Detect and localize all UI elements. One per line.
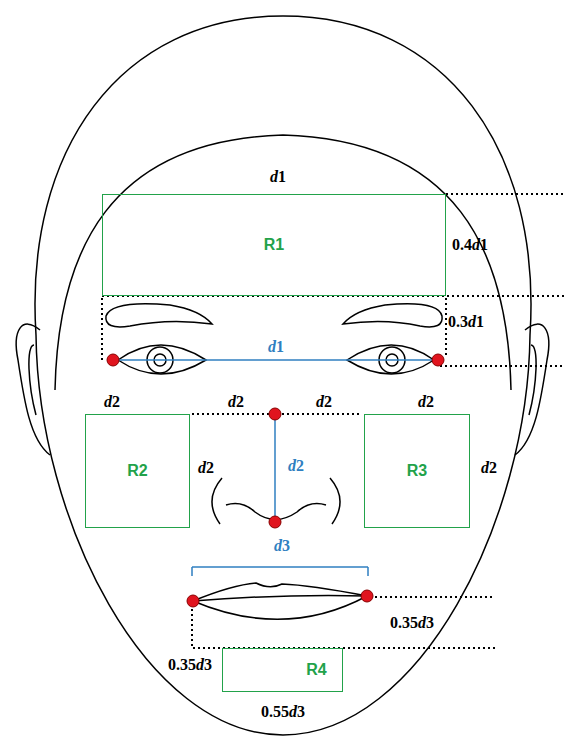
region-box: R2 [85, 414, 190, 528]
dimension-label: d2 [316, 394, 332, 410]
left-ear-inner [29, 345, 36, 415]
landmark-dot [107, 354, 119, 366]
region-box: R3 [364, 414, 470, 528]
guide-line [370, 596, 495, 598]
lip-line [193, 596, 367, 601]
left-ear [16, 324, 50, 455]
guide-line [101, 298, 103, 360]
guide-line [192, 604, 495, 648]
measure-label: d1 [266, 339, 286, 355]
region-label: R4 [306, 661, 326, 679]
measure-line [192, 566, 368, 568]
dimension-label: 0.35d3 [390, 615, 434, 631]
dimension-label: 0.3d1 [448, 314, 484, 330]
region-box: R1 [102, 194, 446, 296]
right-ear-inner [529, 345, 536, 415]
region-label: R1 [264, 236, 284, 254]
guide-line [446, 193, 565, 195]
landmark-dot [361, 590, 373, 602]
nose-right [330, 478, 340, 524]
dimension-label: d2 [418, 394, 434, 410]
nose-left [212, 478, 222, 524]
upper-lip [193, 583, 367, 601]
right-ear [515, 324, 549, 455]
dimension-label: d2 [198, 460, 214, 476]
dimension-label: 0.55d3 [261, 704, 305, 720]
head-outline [35, 16, 531, 735]
guide-line [440, 365, 565, 367]
left-eyebrow [106, 304, 212, 327]
measure-label: d2 [286, 458, 306, 474]
dimension-label: d2 [228, 394, 244, 410]
measure-line [274, 414, 276, 522]
lower-lip [193, 596, 367, 619]
dimension-label: d2 [104, 394, 120, 410]
right-eyebrow [343, 304, 442, 327]
measure-tick [192, 567, 368, 576]
region-box: R4 [222, 648, 343, 692]
dimension-label: d1 [270, 169, 286, 185]
region-label: R2 [127, 462, 147, 480]
dimension-label: 0.4d1 [452, 237, 488, 253]
landmark-dot [269, 516, 281, 528]
measure-label: d3 [272, 538, 292, 554]
measure-line [113, 359, 438, 361]
dimension-label: d2 [481, 460, 497, 476]
guide-line [445, 298, 447, 358]
landmark-dot [269, 408, 281, 420]
hairline [55, 135, 511, 390]
region-label: R3 [407, 462, 427, 480]
landmark-dot [432, 354, 444, 366]
landmark-dot [187, 595, 199, 607]
dimension-label: 0.35d3 [168, 657, 212, 673]
